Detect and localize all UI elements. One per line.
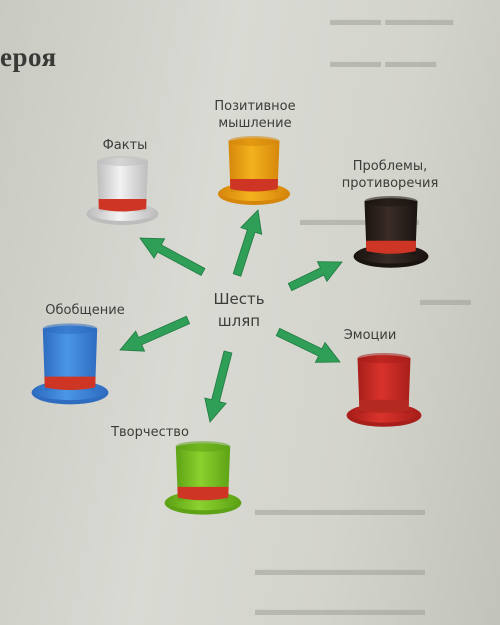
hat-label-emotions: Эмоции [343, 328, 397, 343]
hat-label-creativity: Творчество [111, 425, 189, 440]
arrow-to-generalization [119, 315, 191, 352]
background-text: ▬▬▬ ▬▬▬▬ [330, 10, 454, 29]
hat-label-problems: Проблемы,противоречия [341, 159, 439, 191]
center-label: Шесть шляп [213, 290, 265, 330]
hat-creativity [164, 441, 242, 515]
background-text: ▬▬▬▬▬▬▬▬▬▬ [255, 500, 425, 519]
hat-label-facts: Факты [102, 138, 148, 153]
hat-facts [86, 156, 159, 225]
page-heading: ероя [0, 42, 57, 72]
hat-problems [353, 196, 429, 268]
background-text: ▬▬▬▬▬▬▬▬▬▬ [255, 600, 425, 619]
hat-generalization [31, 323, 109, 405]
arrow-to-emotions [275, 327, 341, 363]
hat-positive [218, 136, 290, 205]
arrow-to-problems [287, 261, 343, 292]
arrow-to-facts [139, 237, 206, 277]
arrow-to-positive [232, 209, 263, 277]
arrow-to-creativity [204, 350, 233, 423]
background-text: ▬▬▬ [420, 290, 471, 309]
hat-emotions [346, 353, 422, 427]
hat-label-generalization: Обобщение [45, 303, 125, 318]
background-text: ▬▬▬ ▬▬▬ [330, 52, 437, 71]
background-text: ▬▬▬▬▬▬▬▬▬▬ [255, 560, 425, 579]
